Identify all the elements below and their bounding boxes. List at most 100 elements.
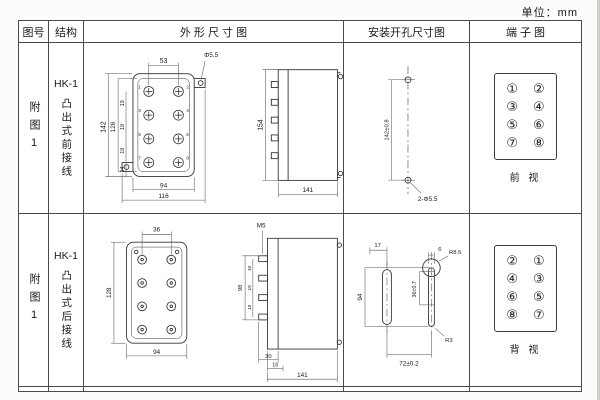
row2-terminal-cell: ② ① ④ ③ ⑥ ⑤ ⑧ ⑦ 背 视 <box>470 214 581 387</box>
dim-label: 19 <box>120 124 126 130</box>
dim-label: 98 <box>238 285 244 291</box>
mounting-holes <box>400 65 415 194</box>
terminal-number: ⑧ <box>533 135 545 151</box>
side-view-dim-labels: M5 98 19 19 19 30 16 141 <box>238 223 308 380</box>
dim-label: 141 <box>302 187 313 194</box>
side-view-dim-labels: 154 141 <box>257 119 313 194</box>
side-view <box>270 68 343 181</box>
svg-text:7: 7 <box>138 155 141 160</box>
row2-install-cell: 17 6 R8.5 94 36±0.7 R3 72±0.2 <box>344 214 470 387</box>
terminal-number: ① <box>533 253 545 269</box>
dim-label: 36 <box>153 227 161 234</box>
front-view-dimensions <box>104 60 205 203</box>
sliver-cell <box>19 387 49 391</box>
terminal-number: ⑥ <box>506 289 518 305</box>
terminal-number: ⑥ <box>533 117 545 133</box>
dim-label: 2-Φ5.5 <box>417 195 437 202</box>
structure-type-text: 凸出式前接线 <box>60 97 73 179</box>
row1-structure: HK-1 凸出式前接线 <box>49 43 84 214</box>
dim-label: 36±0.7 <box>411 281 417 297</box>
front-view-dimensions <box>110 231 187 359</box>
terminal-caption: 背 视 <box>509 344 542 356</box>
outline-drawing-front-wiring: 1 2 3 4 5 6 7 8 <box>100 51 343 203</box>
dim-label: R3 <box>445 338 453 344</box>
front-view <box>125 241 187 344</box>
dim-label: 53 <box>159 57 167 64</box>
svg-text:5: 5 <box>138 131 141 136</box>
fig-no-text: 附图1 <box>28 100 40 156</box>
header-outline: 外 形 尺 寸 图 <box>84 21 344 43</box>
side-view <box>257 237 342 350</box>
sliver-cell <box>344 387 470 391</box>
dim-label: 30 <box>265 354 271 360</box>
install-dim-labels: 142±0.8 2-Φ5.5 <box>384 118 438 202</box>
dim-label: 17 <box>374 243 381 249</box>
dim-label: 14 <box>120 166 126 172</box>
svg-text:6: 6 <box>186 131 189 136</box>
terminal-number: ③ <box>533 271 545 287</box>
install-dimensions <box>364 246 448 358</box>
dim-label: Φ5.5 <box>204 51 218 58</box>
svg-text:4: 4 <box>186 108 189 113</box>
front-view <box>121 72 206 177</box>
sliver-cell <box>470 387 581 391</box>
front-view-dim-labels: 36 128 94 <box>106 227 161 356</box>
unit-label: 单位：mm <box>521 7 578 19</box>
row2-structure: HK-1 凸出式后接线 <box>49 214 84 387</box>
dim-label: 141 <box>297 372 308 379</box>
structure-type-text: 凸出式后接线 <box>60 269 73 351</box>
dim-label: 72±0.2 <box>399 360 419 367</box>
screw-numbers: 1 2 3 4 5 6 7 8 <box>138 84 189 160</box>
dim-label: 94 <box>160 182 168 189</box>
header-fig-no: 图号 <box>19 21 49 43</box>
dim-label: 16 <box>272 363 278 369</box>
header-terminal: 端 子 图 <box>470 21 581 43</box>
row1-fig-no: 附图1 <box>19 43 49 214</box>
row2-fig-no: 附图1 <box>19 214 49 387</box>
dim-label: R8.5 <box>449 250 462 256</box>
terminal-number: ⑧ <box>506 307 518 323</box>
dim-label: 116 <box>158 193 169 200</box>
dim-label: 142 <box>100 121 107 133</box>
terminal-diagram-front: ① ② ③ ④ ⑤ ⑥ ⑦ ⑧ 前 视 <box>494 72 557 184</box>
terminal-box: ① ② ③ ④ ⑤ ⑥ ⑦ ⑧ <box>494 72 557 160</box>
terminal-number: ⑤ <box>506 117 518 133</box>
dim-label: 142±0.8 <box>384 118 390 140</box>
row1-outline-cell: 1 2 3 4 5 6 7 8 <box>84 43 344 214</box>
row1-terminal-cell: ① ② ③ ④ ⑤ ⑥ ⑦ ⑧ 前 视 <box>470 43 581 214</box>
row2-outline-cell: 36 128 94 <box>84 214 344 387</box>
sliver-cell <box>84 387 344 391</box>
install-drawing-rear-wiring: 17 6 R8.5 94 36±0.7 R3 72±0.2 <box>357 243 462 367</box>
dim-label: 19 <box>120 100 126 106</box>
terminal-number: ⑦ <box>506 135 518 151</box>
terminal-number: ⑤ <box>533 289 545 305</box>
terminal-number: ② <box>506 253 518 269</box>
terminal-caption: 前 视 <box>509 172 542 184</box>
svg-text:3: 3 <box>138 108 141 113</box>
terminal-box: ② ① ④ ③ ⑥ ⑤ ⑧ ⑦ <box>494 244 557 332</box>
terminal-number: ② <box>533 81 545 97</box>
terminal-number: ① <box>506 81 518 97</box>
dim-label: 128 <box>110 121 117 132</box>
install-drawing-front-wiring: 142±0.8 2-Φ5.5 <box>384 65 438 202</box>
dim-label: M5 <box>256 223 265 230</box>
install-dimensions <box>387 79 421 193</box>
dim-label: 19 <box>246 285 251 291</box>
outline-drawing-rear-wiring: 36 128 94 <box>106 223 342 383</box>
dim-label: 19 <box>246 304 251 310</box>
terminal-number: ④ <box>533 99 545 115</box>
header-install: 安装开孔尺寸图 <box>344 21 470 43</box>
dimension-table: 图号 结构 外 形 尺 寸 图 安装开孔尺寸图 端 子 图 附图1 HK-1 凸… <box>18 20 582 392</box>
front-view-screws <box>142 85 184 168</box>
header-structure: 结构 <box>49 21 84 43</box>
sliver-cell <box>49 387 84 391</box>
terminal-diagram-rear: ② ① ④ ③ ⑥ ⑤ ⑧ ⑦ 背 视 <box>494 244 557 356</box>
svg-text:8: 8 <box>186 155 189 160</box>
dim-label: 6 <box>438 247 441 253</box>
svg-text:2: 2 <box>186 84 189 89</box>
terminal-number: ④ <box>506 271 518 287</box>
fig-no-text: 附图1 <box>28 272 40 328</box>
page-edge <box>597 0 600 400</box>
side-view-dimensions <box>261 68 338 197</box>
